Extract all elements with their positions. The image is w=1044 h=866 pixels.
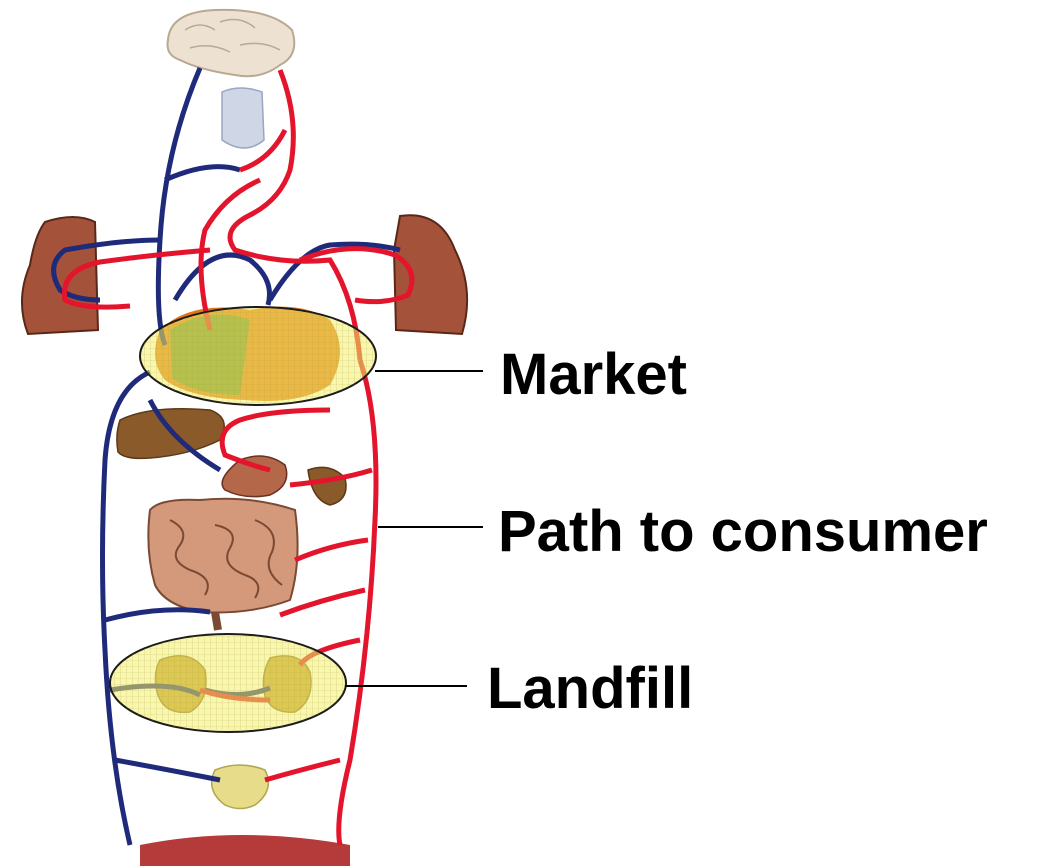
stomach-icon — [222, 456, 287, 497]
thyroid-icon — [222, 88, 264, 148]
landfill-label: Landfill — [487, 660, 693, 718]
brain-icon — [168, 10, 295, 76]
path-to-consumer-label: Path to consumer — [498, 503, 988, 561]
bladder-icon — [212, 765, 269, 809]
spleen-icon — [308, 467, 346, 505]
landfill-highlight-texture — [110, 634, 346, 732]
market-highlight-texture — [140, 307, 376, 405]
market-label: Market — [500, 346, 687, 404]
pelvis-icon — [140, 835, 350, 866]
